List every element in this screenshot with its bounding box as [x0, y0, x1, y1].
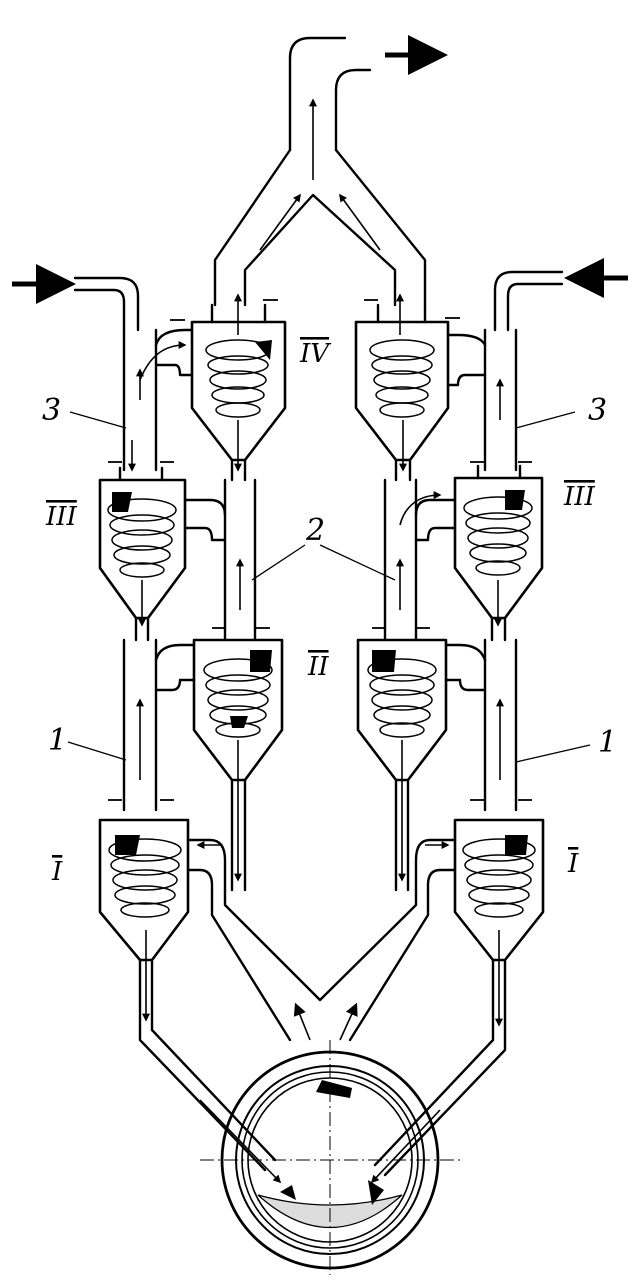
riser-pipe-3-left	[122, 328, 194, 472]
cyclone-stage2-right	[356, 638, 448, 892]
feed-inlet-left	[12, 264, 140, 332]
label-stage3-left: III	[45, 502, 78, 532]
label-stage2: II	[307, 652, 329, 682]
middle-pipe-2-left	[183, 478, 257, 642]
flanges	[108, 299, 532, 801]
cyclone-stage1-right	[370, 818, 545, 1184]
label-stage1-left: I	[51, 857, 63, 887]
lower-pipe-1-left	[122, 638, 196, 812]
cyclone-stage2-left	[192, 638, 284, 892]
middle-pipe-2-right	[383, 478, 457, 642]
label-stage1-right: I	[567, 849, 579, 879]
cyclone-stage4-right	[354, 293, 450, 482]
label-pipe-2: 2	[305, 513, 325, 548]
cyclone-stage3-left	[98, 466, 187, 642]
label-pipe-1-right: 1	[598, 725, 617, 760]
cyclone-stage3-right	[453, 464, 544, 642]
label-pipe-3-right: 3	[588, 393, 607, 428]
outlet-pipe	[213, 35, 448, 307]
cyclone-stage4-left	[190, 293, 287, 482]
feed-inlet-right	[493, 258, 628, 332]
label-stage3-right: III	[563, 482, 596, 512]
rotary-kiln-section	[200, 1040, 460, 1275]
riser-pipe-3-right	[446, 328, 518, 472]
kiln-gas-uptake	[210, 888, 430, 1042]
cyclone-stage1-left	[98, 818, 282, 1184]
label-pipe-1-left: 1	[48, 723, 67, 758]
lower-pipe-1-right	[444, 638, 518, 812]
leader-lines	[67, 411, 591, 763]
label-pipe-3-left: 3	[42, 393, 61, 428]
label-stage4: IV	[299, 339, 331, 369]
